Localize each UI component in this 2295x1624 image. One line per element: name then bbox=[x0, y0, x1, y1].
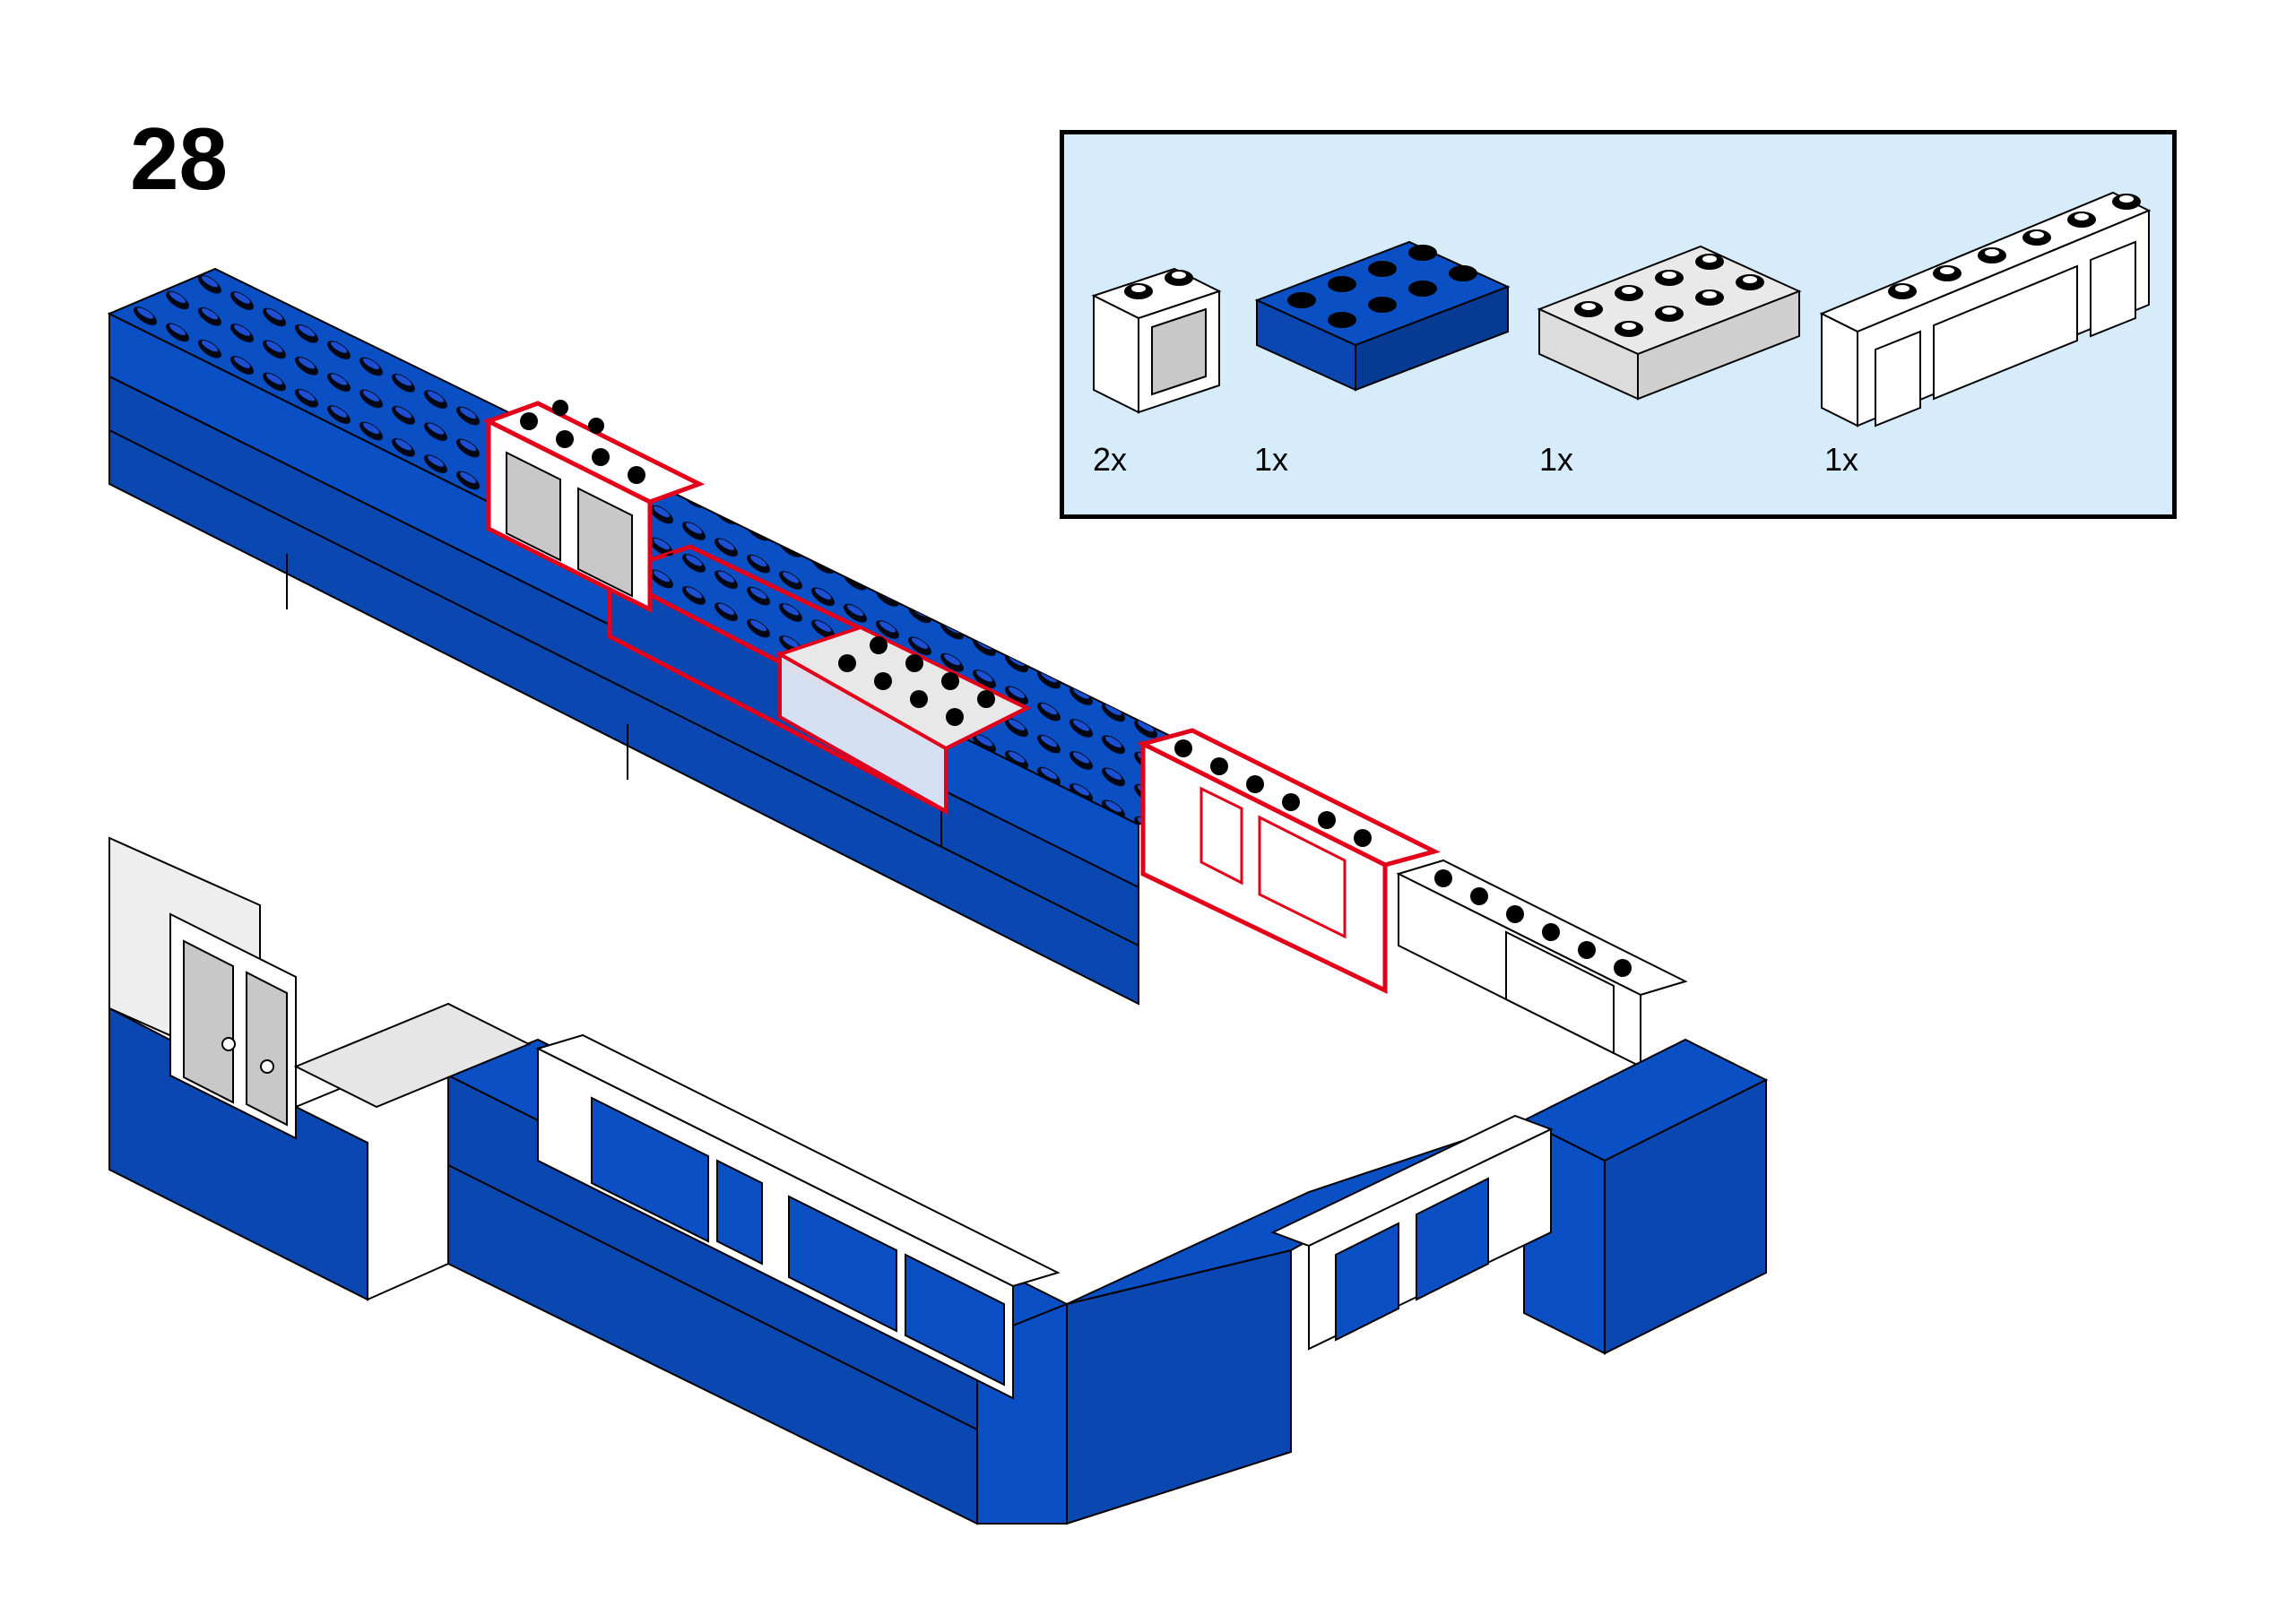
window-1x6x2-white-icon bbox=[1819, 191, 2152, 428]
window-1x2x2-white-icon bbox=[1091, 267, 1222, 414]
part-4-quantity: 1x bbox=[1824, 441, 1859, 478]
part-1-quantity: 2x bbox=[1093, 441, 1128, 478]
part-2-quantity: 1x bbox=[1254, 441, 1289, 478]
new-brick-2x4-transparent bbox=[775, 625, 1031, 815]
part-3-quantity: 1x bbox=[1539, 441, 1574, 478]
brick-2x4-blue-icon bbox=[1254, 240, 1511, 392]
left-wing bbox=[108, 836, 532, 1301]
step-number: 28 bbox=[130, 109, 229, 208]
front-windows bbox=[535, 1033, 1554, 1400]
new-window-1x2x2-pair bbox=[482, 400, 706, 614]
right-wall bbox=[1521, 1038, 1769, 1355]
parts-list-callout: 2x 1x 1x bbox=[1060, 130, 2177, 519]
new-window-1x6x2 bbox=[1137, 728, 1441, 994]
brick-2x4-transparent-icon bbox=[1537, 245, 1802, 401]
existing-window-right bbox=[1396, 859, 1688, 1068]
